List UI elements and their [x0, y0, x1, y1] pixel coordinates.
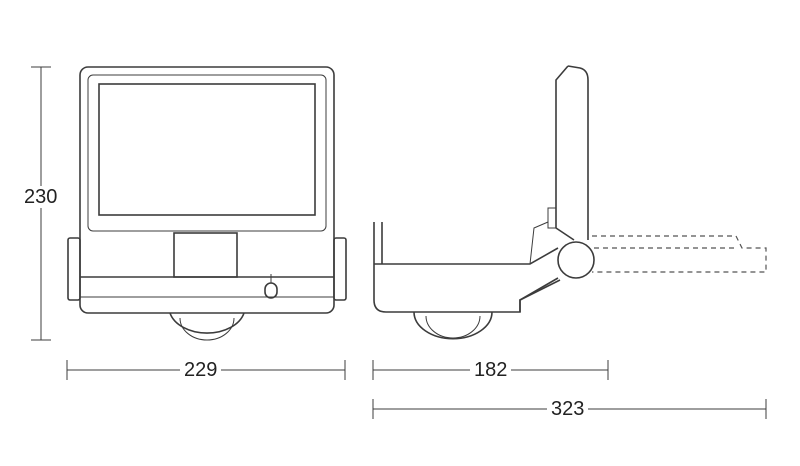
- side-total-dimension-label: 323: [547, 398, 589, 420]
- side-depth-dimension-label: 182: [470, 359, 512, 381]
- side-view: [373, 65, 767, 340]
- dimension-lines: [31, 66, 767, 419]
- front-width-dimension-label: 229: [180, 359, 222, 381]
- front-view: [67, 66, 347, 341]
- height-dimension-label: 230: [20, 186, 62, 208]
